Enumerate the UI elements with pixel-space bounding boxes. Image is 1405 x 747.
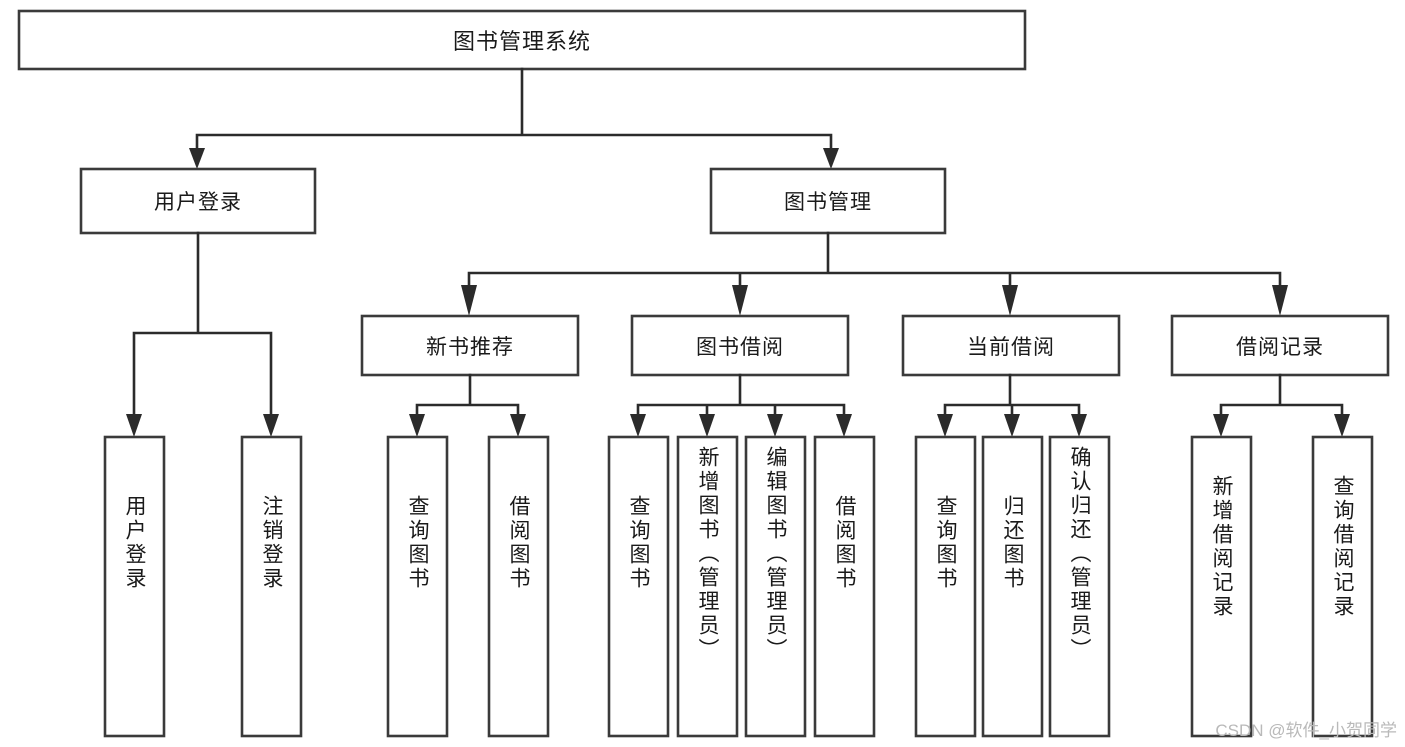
arrow-to-leaf-confirm-return [1071,414,1087,437]
node-user-login-box[interactable] [79,167,317,235]
node-leaf-query-record-box[interactable] [1311,435,1374,738]
node-leaf-confirm-return-box[interactable] [1048,435,1111,738]
arrow-to-leaf-query-book-2 [630,414,646,437]
connector-root-to-level2 [195,67,833,153]
node-leaf-query-book-1-box[interactable] [386,435,449,738]
node-leaf-logout-login-box[interactable] [240,435,303,738]
connector-borrow-record-to-leaves [1219,373,1344,420]
arrow-to-leaf-borrow-book-1 [510,414,526,437]
arrow-to-borrow-record [1272,285,1288,316]
node-leaf-borrow-book-2-box[interactable] [813,435,876,738]
connector-book-borrow-to-leaves [636,373,846,420]
connector-book-management-to-level3 [467,231,1282,290]
arrow-to-leaf-edit-book [767,414,783,437]
node-book-borrow-box[interactable] [630,314,850,377]
node-leaf-borrow-book-1-box[interactable] [487,435,550,738]
node-leaf-add-book-box[interactable] [676,435,739,738]
arrow-to-leaf-borrow-book-2 [836,414,852,437]
node-borrow-record-box[interactable] [1170,314,1390,377]
node-root-box[interactable] [17,9,1027,71]
arrow-to-leaf-user-login [126,414,142,437]
arrow-root-to-book-management [823,148,839,169]
node-leaf-edit-book-box[interactable] [744,435,807,738]
arrow-to-leaf-query-book-3 [937,414,953,437]
arrow-to-book-borrow [732,285,748,316]
node-current-borrow-box[interactable] [901,314,1121,377]
arrow-to-new-book-recommend [461,285,477,316]
arrow-to-leaf-return-book [1004,414,1020,437]
connector-new-book-recommend-to-leaves [415,373,520,420]
connector-user-login-to-leaves [132,231,273,420]
node-leaf-return-book-box[interactable] [981,435,1044,738]
arrow-to-leaf-query-record [1334,414,1350,437]
node-book-management-box[interactable] [709,167,947,235]
arrow-to-leaf-add-book [699,414,715,437]
node-leaf-add-record-box[interactable] [1190,435,1253,738]
arrow-root-to-user-login [189,148,205,169]
node-new-book-recommend-box[interactable] [360,314,580,377]
arrow-to-leaf-add-record [1213,414,1229,437]
node-leaf-user-login-box[interactable] [103,435,166,738]
arrow-to-leaf-logout-login [263,414,279,437]
arrow-to-leaf-query-book-1 [409,414,425,437]
node-leaf-query-book-2-box[interactable] [607,435,670,738]
connector-current-borrow-to-leaves [943,373,1081,420]
node-leaf-query-book-3-box[interactable] [914,435,977,738]
arrow-to-current-borrow [1002,285,1018,316]
